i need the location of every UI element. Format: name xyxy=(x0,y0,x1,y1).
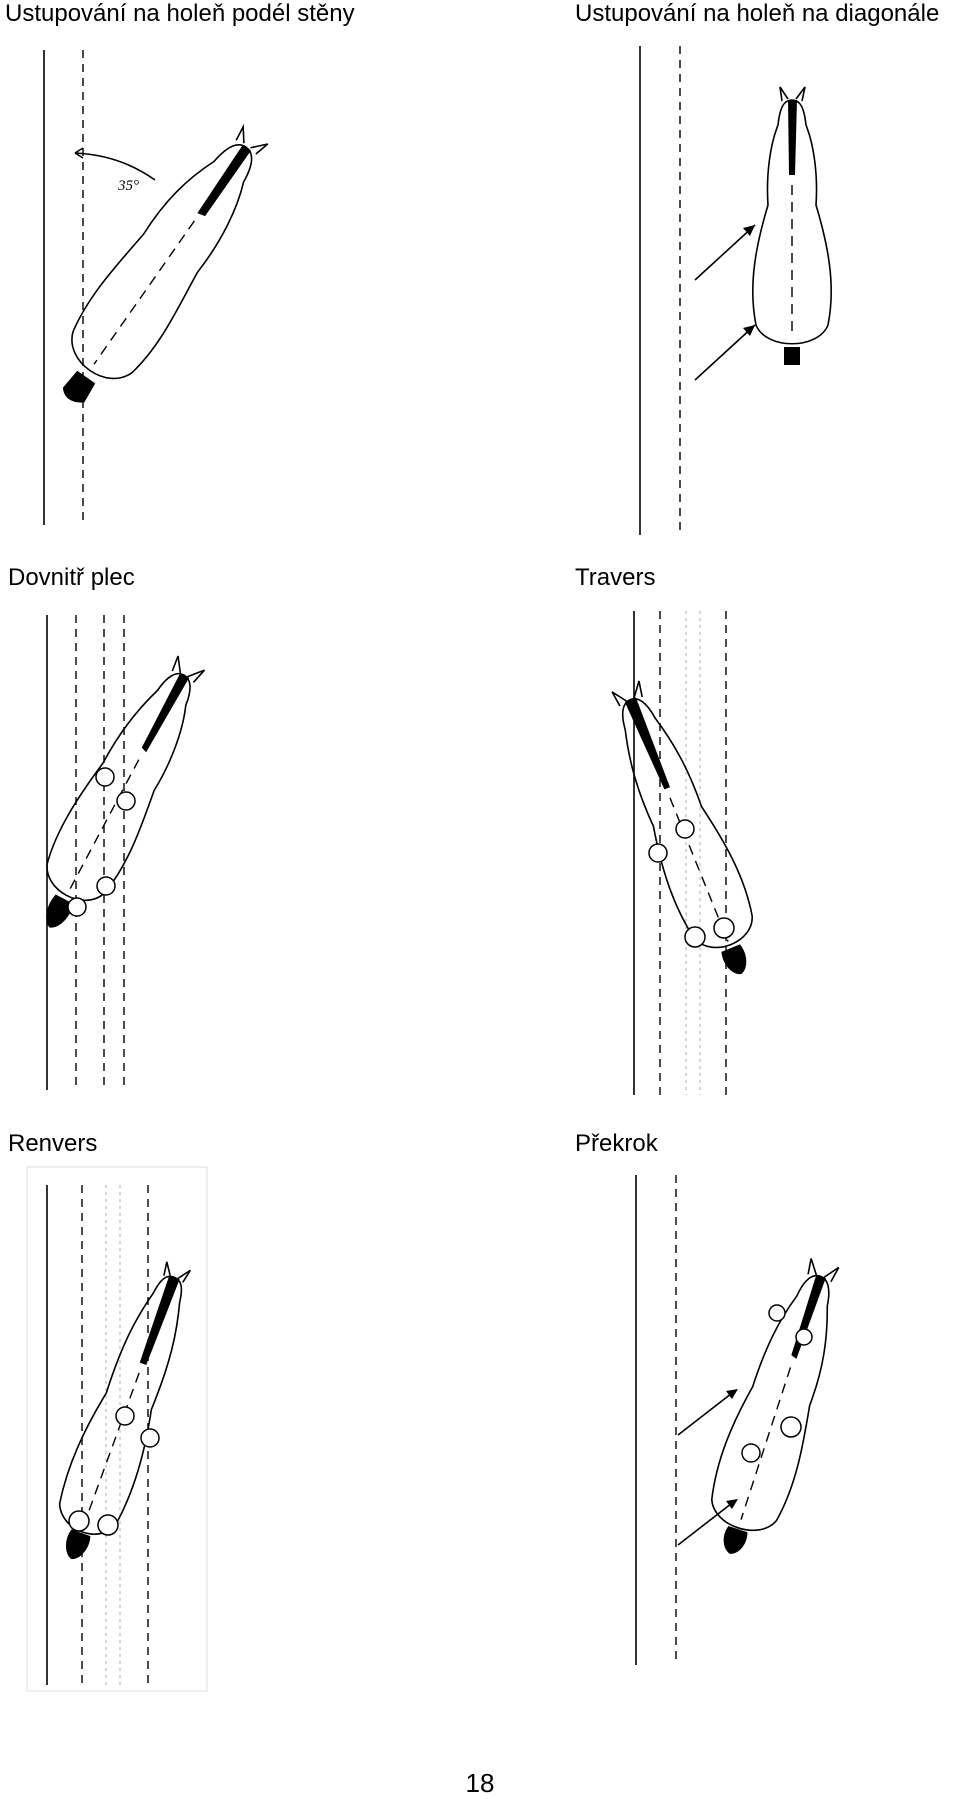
angle-label: 35° xyxy=(117,178,139,194)
diagram-leg-yield-wall-svg: 35° xyxy=(43,50,269,525)
diagram-renvers-svg xyxy=(26,1166,208,1692)
arrowhead-upper xyxy=(726,1389,738,1399)
horse-outline xyxy=(46,655,206,928)
horse-outline xyxy=(62,123,269,403)
diagram-side-step-svg xyxy=(635,1175,840,1665)
figure-title-shoulder-in: Dovnitř plec xyxy=(8,564,135,591)
angle-arrowhead xyxy=(74,147,84,159)
diagram-leg-yield-diagonal-svg xyxy=(639,46,832,535)
figure-title-leg-yield-diagonal: Ustupování na holeň na diagonále xyxy=(575,0,940,27)
diagram-shoulder-in-svg xyxy=(46,615,206,1090)
hoof-hind-left xyxy=(68,1510,90,1532)
hoof-hind-right xyxy=(713,917,735,939)
diagram-renvers xyxy=(20,1165,260,1695)
horse-outline xyxy=(752,86,832,365)
figure-title-leg-yield-wall: Ustupování na holeň podél stěny xyxy=(5,0,355,27)
horse-outline xyxy=(710,1258,840,1554)
hoof-hind-left xyxy=(67,897,87,917)
hoof-front-right xyxy=(140,1428,160,1448)
movement-arrow-upper xyxy=(677,1389,737,1436)
diagram-leg-yield-diagonal xyxy=(620,40,880,540)
hoof-hind-left xyxy=(684,926,706,948)
arrowhead-lower xyxy=(743,325,755,336)
hoof-hind-right xyxy=(780,1416,802,1438)
diagram-travers xyxy=(610,605,850,1105)
page-number: 18 xyxy=(465,1768,495,1798)
figure-title-travers: Travers xyxy=(575,564,656,591)
diagram-side-step xyxy=(620,1165,880,1685)
image-frame xyxy=(26,1166,208,1692)
horse-outline xyxy=(58,1261,191,1560)
diagram-leg-yield-wall: 35° xyxy=(20,40,280,540)
diagram-shoulder-in xyxy=(20,605,260,1105)
hoof-front-left xyxy=(95,767,115,787)
hoof-hind-right xyxy=(96,876,116,896)
angle-arc xyxy=(74,152,156,181)
movement-arrow-lower xyxy=(694,324,756,381)
movement-arrow-lower xyxy=(677,1499,737,1546)
figure-title-renvers: Renvers xyxy=(8,1130,98,1157)
hoof-front-right xyxy=(675,819,695,839)
arrowhead-lower xyxy=(726,1499,738,1509)
hoof-front-right xyxy=(795,1328,813,1346)
diagram-travers-svg xyxy=(611,611,753,1095)
horse-outline xyxy=(611,680,753,975)
hoof-front-left xyxy=(115,1406,135,1426)
movement-arrow-upper xyxy=(694,224,756,281)
hoof-front-left xyxy=(648,843,668,863)
hoof-hind-left xyxy=(741,1443,761,1463)
figure-title-side-step: Překrok xyxy=(575,1130,658,1157)
hoof-front-right xyxy=(116,791,136,811)
arrowhead-upper xyxy=(743,225,755,236)
hoof-hind-right xyxy=(97,1514,119,1536)
hoof-front-left xyxy=(768,1304,786,1322)
